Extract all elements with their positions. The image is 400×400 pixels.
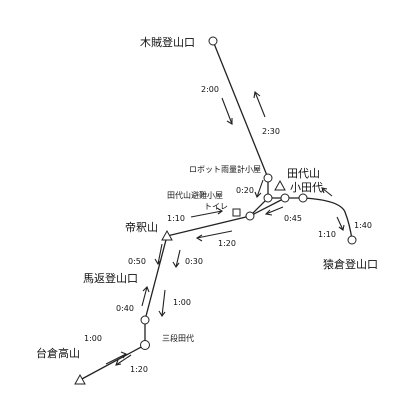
- node-robot-hut[interactable]: [263, 173, 273, 183]
- node-tashiro-junction[interactable]: [263, 193, 273, 203]
- label-umagaeshi-trailhead: 馬返登山口: [83, 271, 138, 285]
- arrow-kodachi-down: [221, 97, 233, 125]
- label-robot-hut: ロボット雨量計小屋: [189, 164, 261, 174]
- time-sandan-daikura: 1:20: [130, 365, 148, 374]
- label-sandan-tashiro: 三段田代: [162, 333, 194, 343]
- node-hut-junction[interactable]: [245, 211, 255, 221]
- time-umagaeshi-up: 0:40: [116, 304, 134, 313]
- time-saruga-down: 1:10: [318, 230, 336, 239]
- arrow-umagaeshi-up: [141, 286, 150, 307]
- label-odashiro: 小田代: [290, 181, 323, 194]
- label-tashiroyama: 田代山: [287, 167, 320, 180]
- label-kodachi-trailhead: 木賊登山口: [140, 35, 195, 49]
- time-kodachi-up: 2:30: [262, 127, 280, 136]
- label-tashiro-hut: 田代山避難小屋: [167, 190, 223, 200]
- arrow-odashiro-hut: [264, 206, 284, 216]
- node-saruga-trailhead[interactable]: [347, 235, 357, 245]
- time-taishaku-hut: 1:20: [218, 239, 236, 248]
- trail-odashiro-to-saruga: [302, 197, 353, 241]
- time-hut-taishaku: 1:10: [167, 214, 185, 223]
- label-saruga-trailhead: 猿倉登山口: [323, 257, 378, 271]
- arrow-umagaeshi-sandan: [158, 289, 166, 317]
- trail-nodes: [74, 36, 357, 385]
- time-taishaku-down: 0:50: [128, 257, 146, 266]
- time-kodachi-down: 2:00: [201, 85, 219, 94]
- node-kodachi-trailhead[interactable]: [208, 36, 218, 46]
- arrow-saruga-up: [321, 187, 333, 197]
- arrow-robot-tashiro: [254, 179, 264, 198]
- time-taishaku-umagaeshi: 0:30: [185, 257, 203, 266]
- time-umagaeshi-sandan: 1:00: [173, 298, 191, 307]
- node-tashiroyama-summit[interactable]: [280, 193, 290, 203]
- time-robot-tashiro: 0:20: [236, 186, 254, 195]
- daikuratakayama-summit-triangle-icon: [74, 373, 86, 385]
- node-odashiro[interactable]: [298, 193, 308, 203]
- tashiroyama-summit-triangle-icon: [274, 179, 286, 191]
- arrow-kodachi-up: [253, 90, 266, 118]
- time-odashiro-hut: 0:45: [284, 214, 302, 223]
- arrow-taishaku-down: [154, 243, 163, 265]
- direction-arrows: [105, 90, 345, 366]
- label-toilet: トイレ: [204, 202, 228, 211]
- time-daikura-up: 1:00: [84, 334, 102, 343]
- label-daikuratakayama: 台倉高山: [36, 346, 80, 360]
- arrow-hut-taishaku: [190, 207, 223, 218]
- hut-square-icon: [232, 208, 241, 217]
- node-umagaeshi-trailhead[interactable]: [140, 315, 150, 325]
- time-saruga-up: 1:40: [354, 221, 372, 230]
- arrow-taishaku-hut: [195, 230, 233, 242]
- time-labels: 2:00 2:30 0:20 0:45 1:40 1:10 1:10 1:20 …: [84, 85, 372, 374]
- node-sandan-tashiro-marker[interactable]: [140, 340, 150, 350]
- arrow-sandan-daikura: [115, 354, 132, 366]
- trail-kodachi-to-tashiro: [212, 40, 269, 198]
- arrow-daikura-up: [105, 351, 127, 365]
- arrow-taishaku-umagaeshi: [172, 249, 181, 268]
- place-labels: 木賊登山口 ロボット雨量計小屋 田代山 小田代 田代山避難小屋 トイレ 帝釈山 …: [36, 35, 378, 360]
- arrow-saruga-down: [336, 216, 345, 231]
- trail-main-ridge: [79, 197, 303, 381]
- taishakusan-summit-triangle-icon: [161, 229, 173, 241]
- trail-hut-spur: [249, 197, 286, 217]
- label-taishakusan: 帝釈山: [125, 220, 158, 234]
